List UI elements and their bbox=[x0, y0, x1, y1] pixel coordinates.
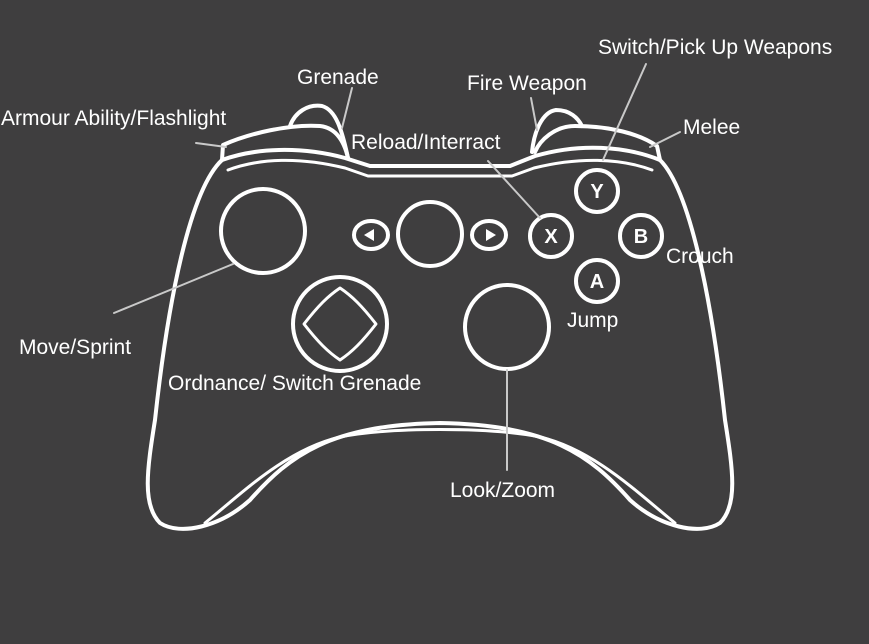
leader-reload bbox=[487, 160, 541, 219]
start-arrow-icon bbox=[486, 229, 496, 241]
right-trigger[interactable] bbox=[530, 108, 584, 154]
x-button-letter: X bbox=[544, 226, 558, 248]
label-melee: Melee bbox=[683, 116, 741, 139]
guide-button[interactable] bbox=[396, 200, 464, 268]
controller-body-outline bbox=[145, 145, 735, 531]
b-button-letter: B bbox=[634, 226, 648, 248]
leader-armour-ability bbox=[195, 142, 227, 148]
label-look-zoom: Look/Zoom bbox=[450, 479, 556, 502]
leader-fire-weapon bbox=[530, 97, 538, 131]
label-fire-weapon: Fire Weapon bbox=[467, 72, 587, 95]
dpad-ring bbox=[291, 275, 389, 373]
leader-melee bbox=[649, 131, 681, 148]
label-jump: Jump bbox=[567, 309, 619, 332]
label-crouch: Crouch bbox=[666, 245, 734, 268]
dpad-cross[interactable] bbox=[302, 286, 378, 362]
start-button[interactable] bbox=[470, 219, 508, 251]
label-armour-ability-flashlight: Armour Ability/Flashlight bbox=[1, 107, 227, 130]
right-stick[interactable] bbox=[463, 283, 551, 371]
y-button-letter: Y bbox=[590, 181, 604, 203]
label-ordnance-switch-grenade: Ordnance/ Switch Grenade bbox=[168, 372, 422, 395]
b-button[interactable] bbox=[618, 213, 664, 259]
left-stick[interactable] bbox=[219, 187, 307, 275]
label-reload-interract: Reload/Interract bbox=[351, 131, 501, 154]
label-move-sprint: Move/Sprint bbox=[19, 336, 132, 359]
leader-move-sprint bbox=[113, 263, 234, 314]
y-button[interactable] bbox=[574, 168, 620, 214]
a-button[interactable] bbox=[574, 258, 620, 304]
leader-grenade bbox=[341, 87, 353, 129]
label-grenade: Grenade bbox=[297, 66, 379, 89]
back-arrow-icon bbox=[364, 229, 374, 241]
a-button-letter: A bbox=[590, 271, 604, 293]
back-button[interactable] bbox=[352, 219, 390, 251]
label-switch-pick-up-weapons: Switch/Pick Up Weapons bbox=[598, 36, 833, 59]
left-trigger[interactable] bbox=[288, 103, 350, 160]
controller-grip-inner-line bbox=[203, 428, 677, 525]
leader-switch-pick-up bbox=[602, 63, 647, 161]
x-button[interactable] bbox=[528, 213, 574, 259]
controller-top-edge bbox=[226, 158, 654, 178]
